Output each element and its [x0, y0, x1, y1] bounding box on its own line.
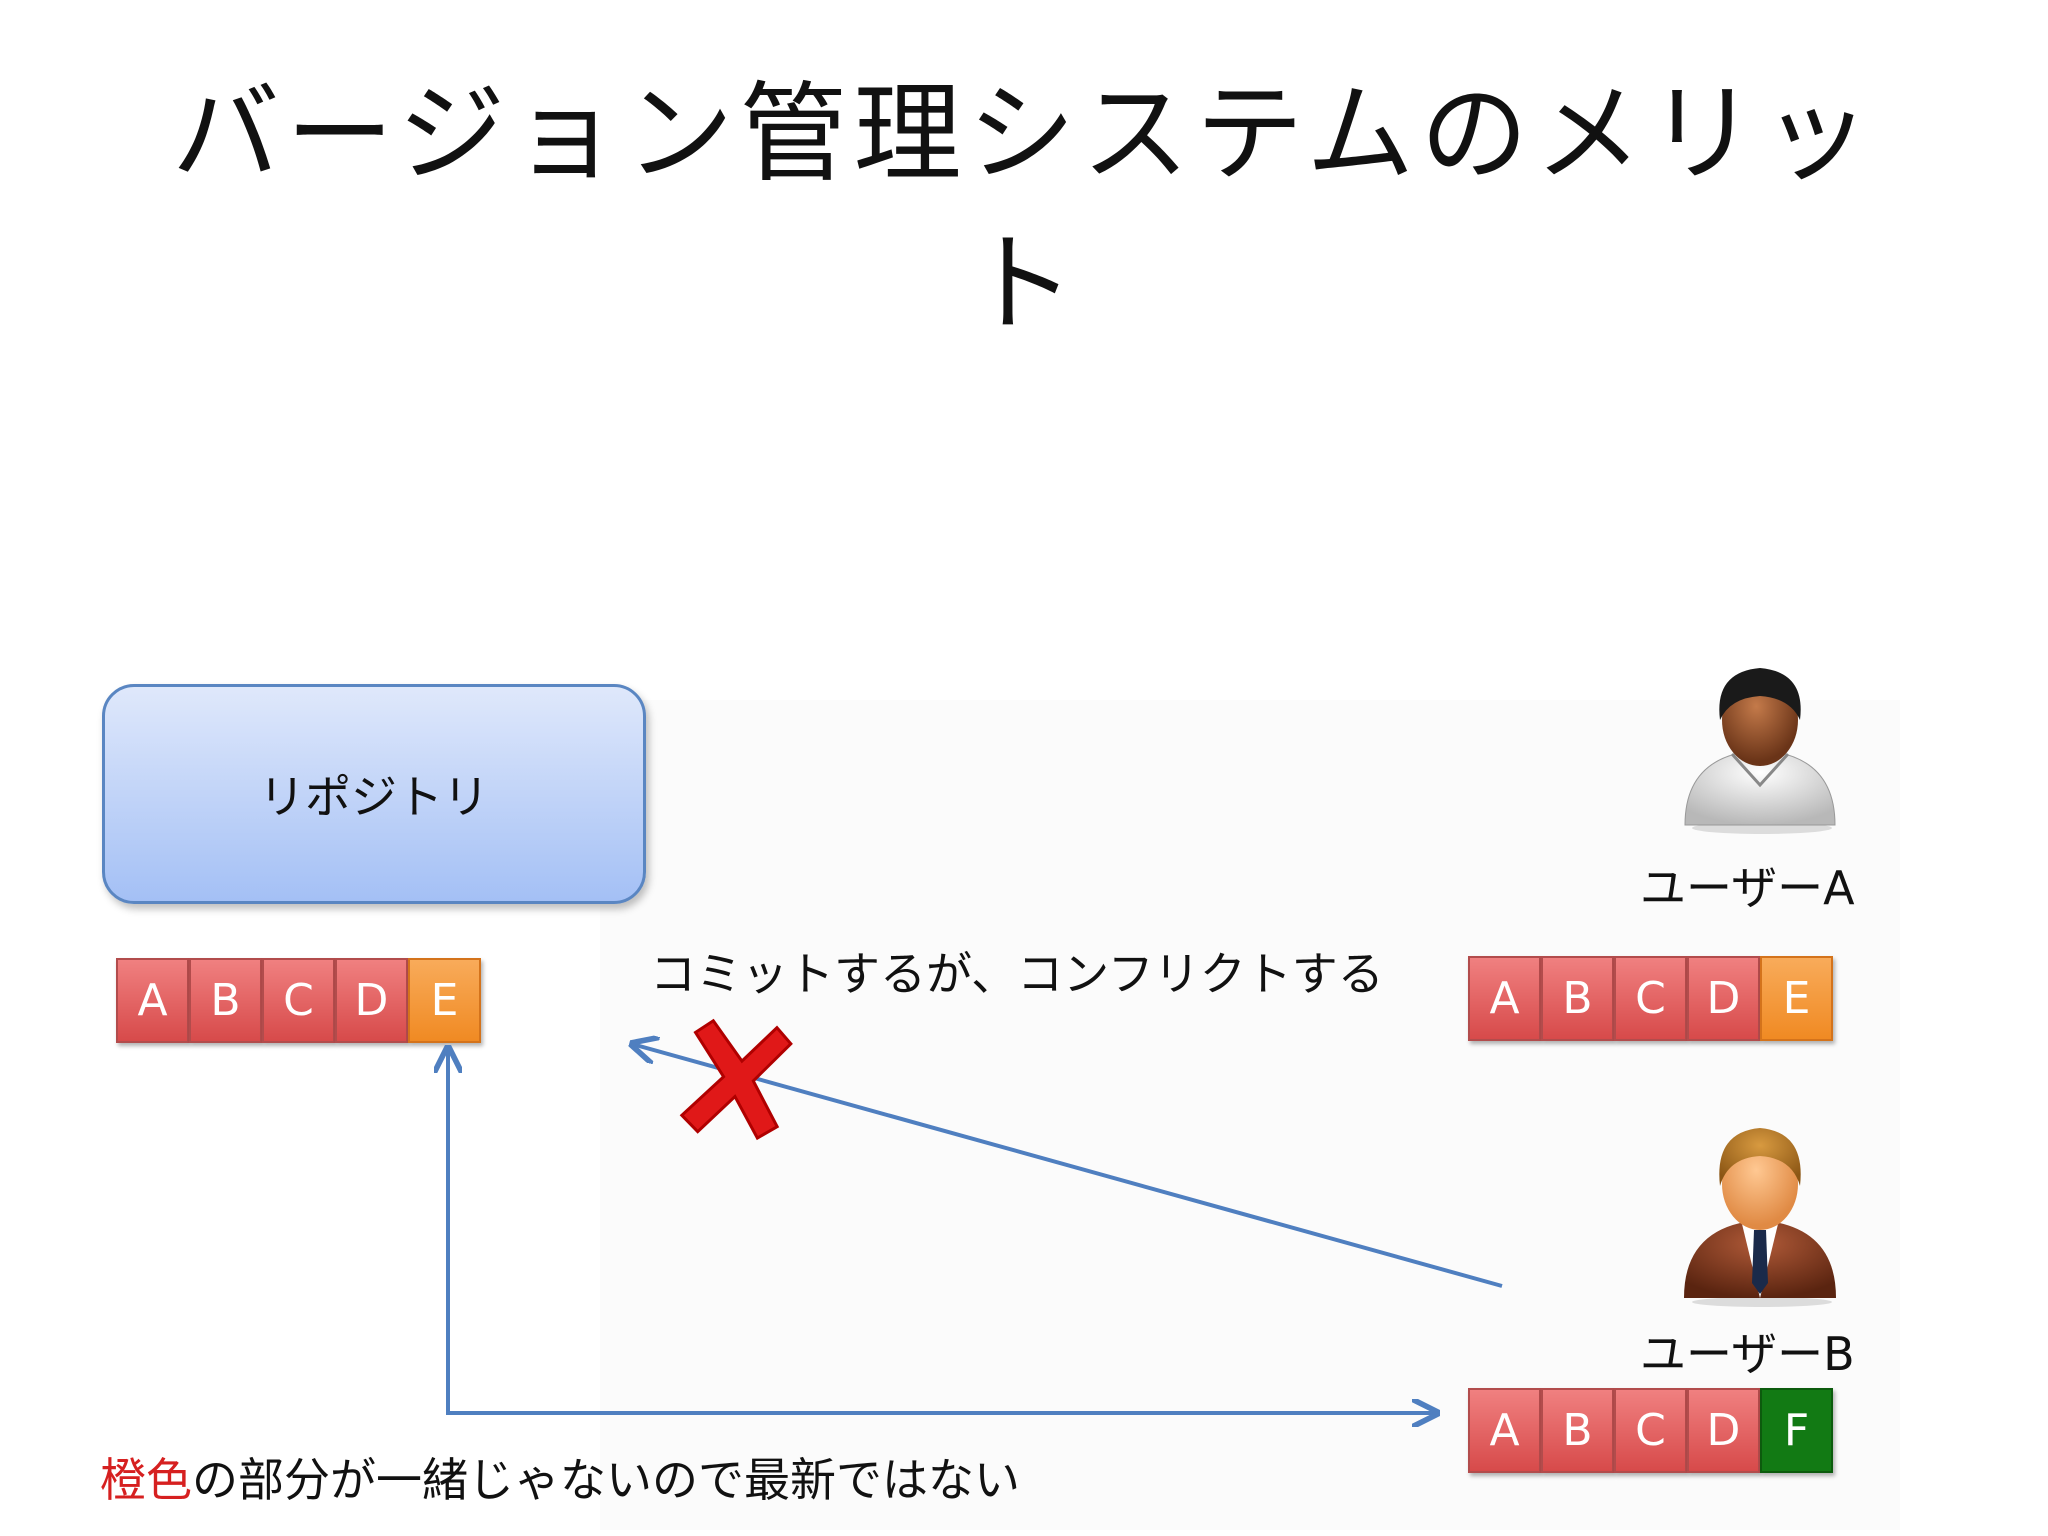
conflict-cross-icon	[679, 1018, 793, 1141]
block-c: C	[262, 958, 335, 1043]
user-a-label: ユーザーA	[1640, 861, 1855, 915]
block-b: B	[1541, 1388, 1614, 1473]
slide-title: バージョン管理システムのメリット	[171, 72, 1877, 347]
block-c: C	[1614, 1388, 1687, 1473]
block-c: C	[1614, 956, 1687, 1041]
update-arrow	[448, 1048, 1437, 1413]
block-d: D	[335, 958, 408, 1043]
commit-arrow	[632, 1044, 1503, 1288]
block-a: A	[1468, 1388, 1541, 1473]
block-b: B	[1541, 956, 1614, 1041]
caption-text: の部分が一緒じゃないので最新ではない	[192, 1453, 1020, 1507]
user-b-avatar-icon	[1684, 1128, 1836, 1307]
user-b-label: ユーザーB	[1640, 1327, 1855, 1381]
block-b: B	[189, 958, 262, 1043]
caption-highlight: 橙色	[100, 1453, 192, 1507]
block-a: A	[1468, 956, 1541, 1041]
block-d: D	[1687, 956, 1760, 1041]
block-d: D	[1687, 1388, 1760, 1473]
repository-box: リポジトリ	[102, 684, 646, 904]
block-a: A	[116, 958, 189, 1043]
caption: 橙色の部分が一緒じゃないので最新ではない	[100, 1444, 1020, 1510]
commit-conflict-label: コミットするが、コンフリクトする	[650, 947, 1384, 1001]
block-f: F	[1760, 1388, 1833, 1473]
user-a-avatar-icon	[1684, 668, 1836, 834]
repository-label: リポジトリ	[259, 770, 489, 824]
block-e: E	[1760, 956, 1833, 1041]
block-e: E	[408, 958, 481, 1043]
